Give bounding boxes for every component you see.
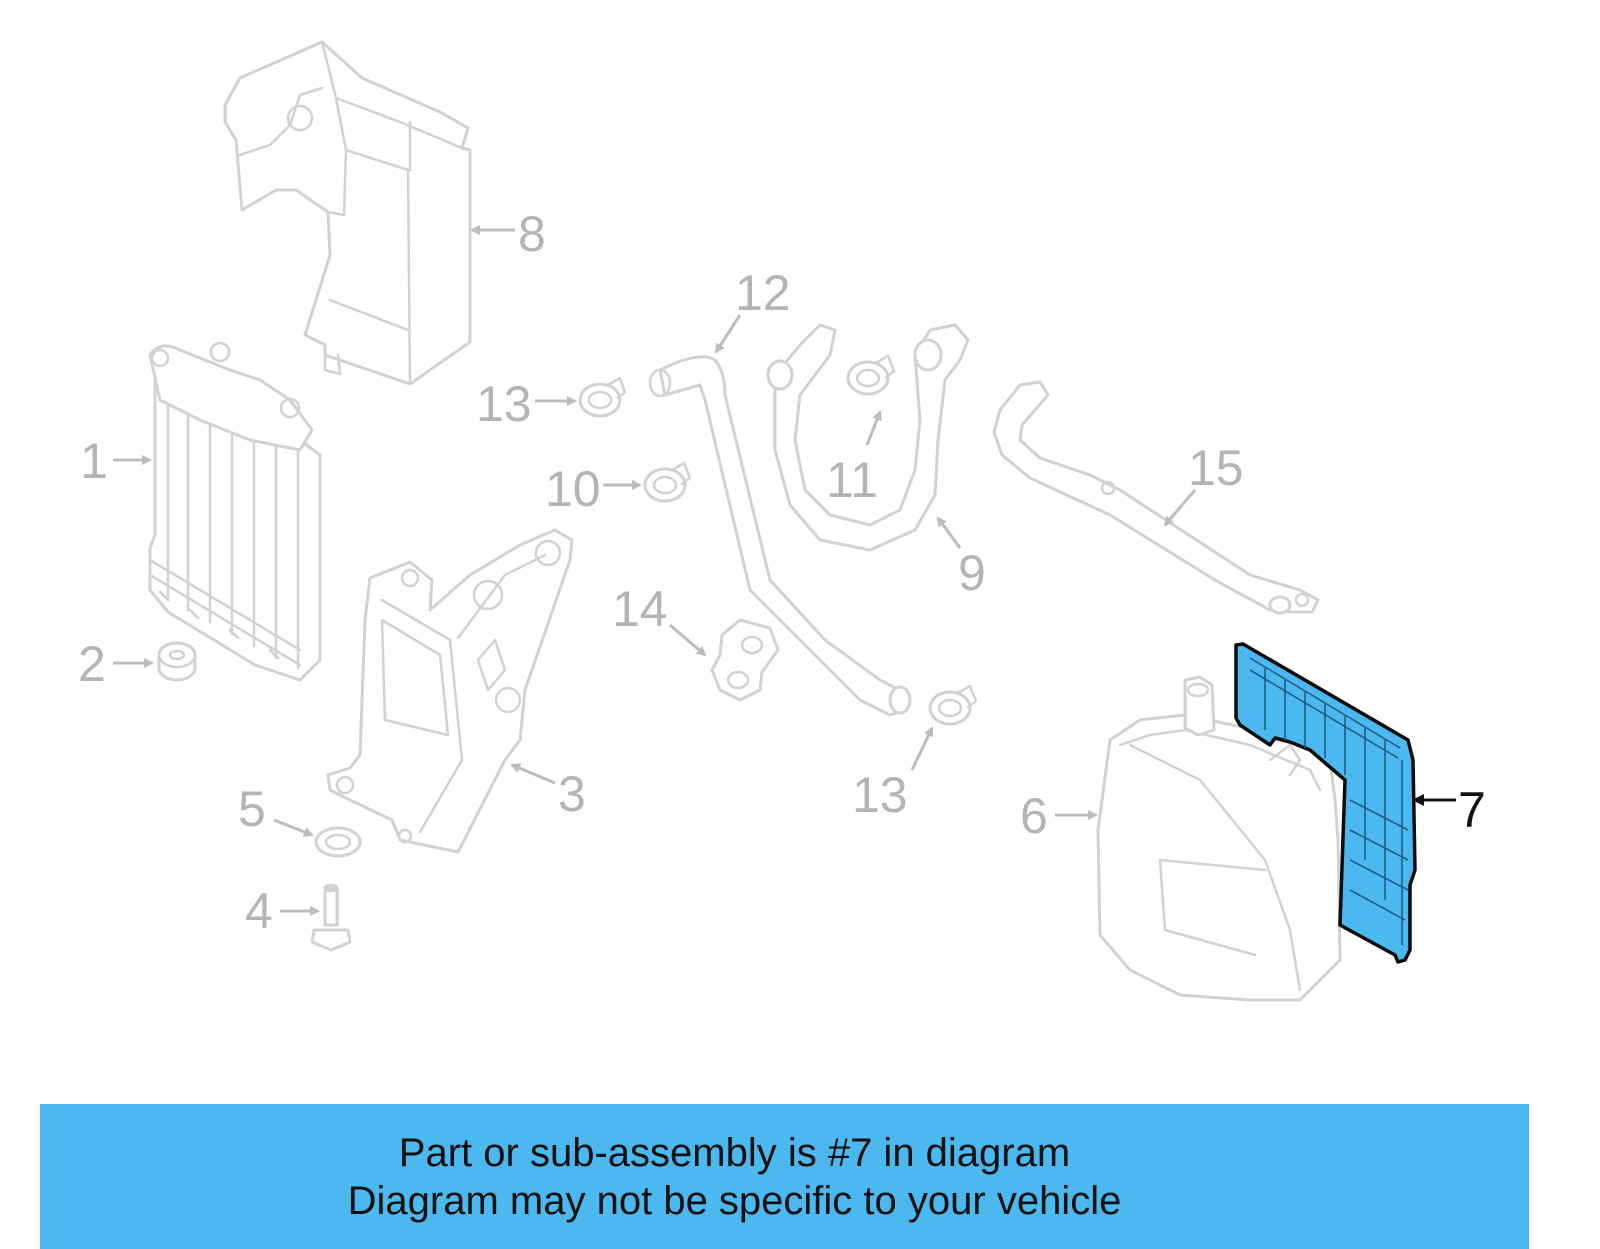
leader-3 — [510, 763, 556, 785]
callout-2: 2 — [78, 636, 106, 692]
callout-9: 9 — [958, 545, 986, 601]
part-13-clamp-top — [578, 376, 627, 418]
callout-12: 12 — [735, 265, 791, 321]
part-2-grommet — [157, 641, 197, 682]
part-9-hose — [766, 323, 970, 552]
part-15-pipe — [992, 380, 1320, 615]
callout-11: 11 — [826, 452, 878, 508]
part-14-clip — [710, 618, 780, 702]
part-8-air-duct — [223, 40, 472, 386]
leader-5 — [273, 818, 314, 837]
callout-6: 6 — [1020, 788, 1048, 844]
part-13-clamp-bottom — [928, 684, 978, 726]
callout-7: 7 — [1458, 782, 1486, 838]
leader-12 — [714, 314, 742, 354]
callout-1: 1 — [80, 433, 108, 489]
part-4-bolt — [310, 883, 352, 952]
callouts: 1 2 3 4 5 6 7 8 9 10 11 12 13 14 13 15 — [78, 206, 1486, 939]
callout-4: 4 — [245, 883, 273, 939]
callout-3: 3 — [558, 766, 586, 822]
leader-13-bottom — [910, 726, 934, 771]
part-12-hose — [648, 355, 912, 717]
callout-8: 8 — [518, 206, 546, 262]
banner-line-disclaimer: Diagram may not be specific to your vehi… — [347, 1178, 1122, 1223]
callout-13-top: 13 — [476, 376, 532, 432]
part-11-clamp — [846, 354, 896, 396]
callout-14: 14 — [612, 581, 668, 637]
part-6-housing — [1096, 675, 1342, 1002]
leader-11 — [865, 410, 882, 446]
part-5-washer — [314, 826, 362, 858]
callout-5: 5 — [238, 781, 266, 837]
leader-14 — [669, 623, 707, 657]
callout-13-bottom: 13 — [852, 767, 908, 823]
part-1-cooler — [148, 341, 322, 682]
part-3-bracket — [326, 528, 574, 854]
info-banner: Part or sub-assembly is #7 in diagram Di… — [40, 1104, 1529, 1249]
banner-line-part-number: Part or sub-assembly is #7 in diagram — [398, 1130, 1071, 1175]
leader-15 — [1163, 489, 1197, 527]
part-10-clamp — [643, 461, 692, 503]
callout-15: 15 — [1188, 440, 1244, 496]
leader-9 — [936, 516, 962, 549]
callout-10: 10 — [545, 461, 601, 517]
part-7-cover-highlighted — [1234, 642, 1417, 964]
leader-lines — [113, 225, 1456, 916]
